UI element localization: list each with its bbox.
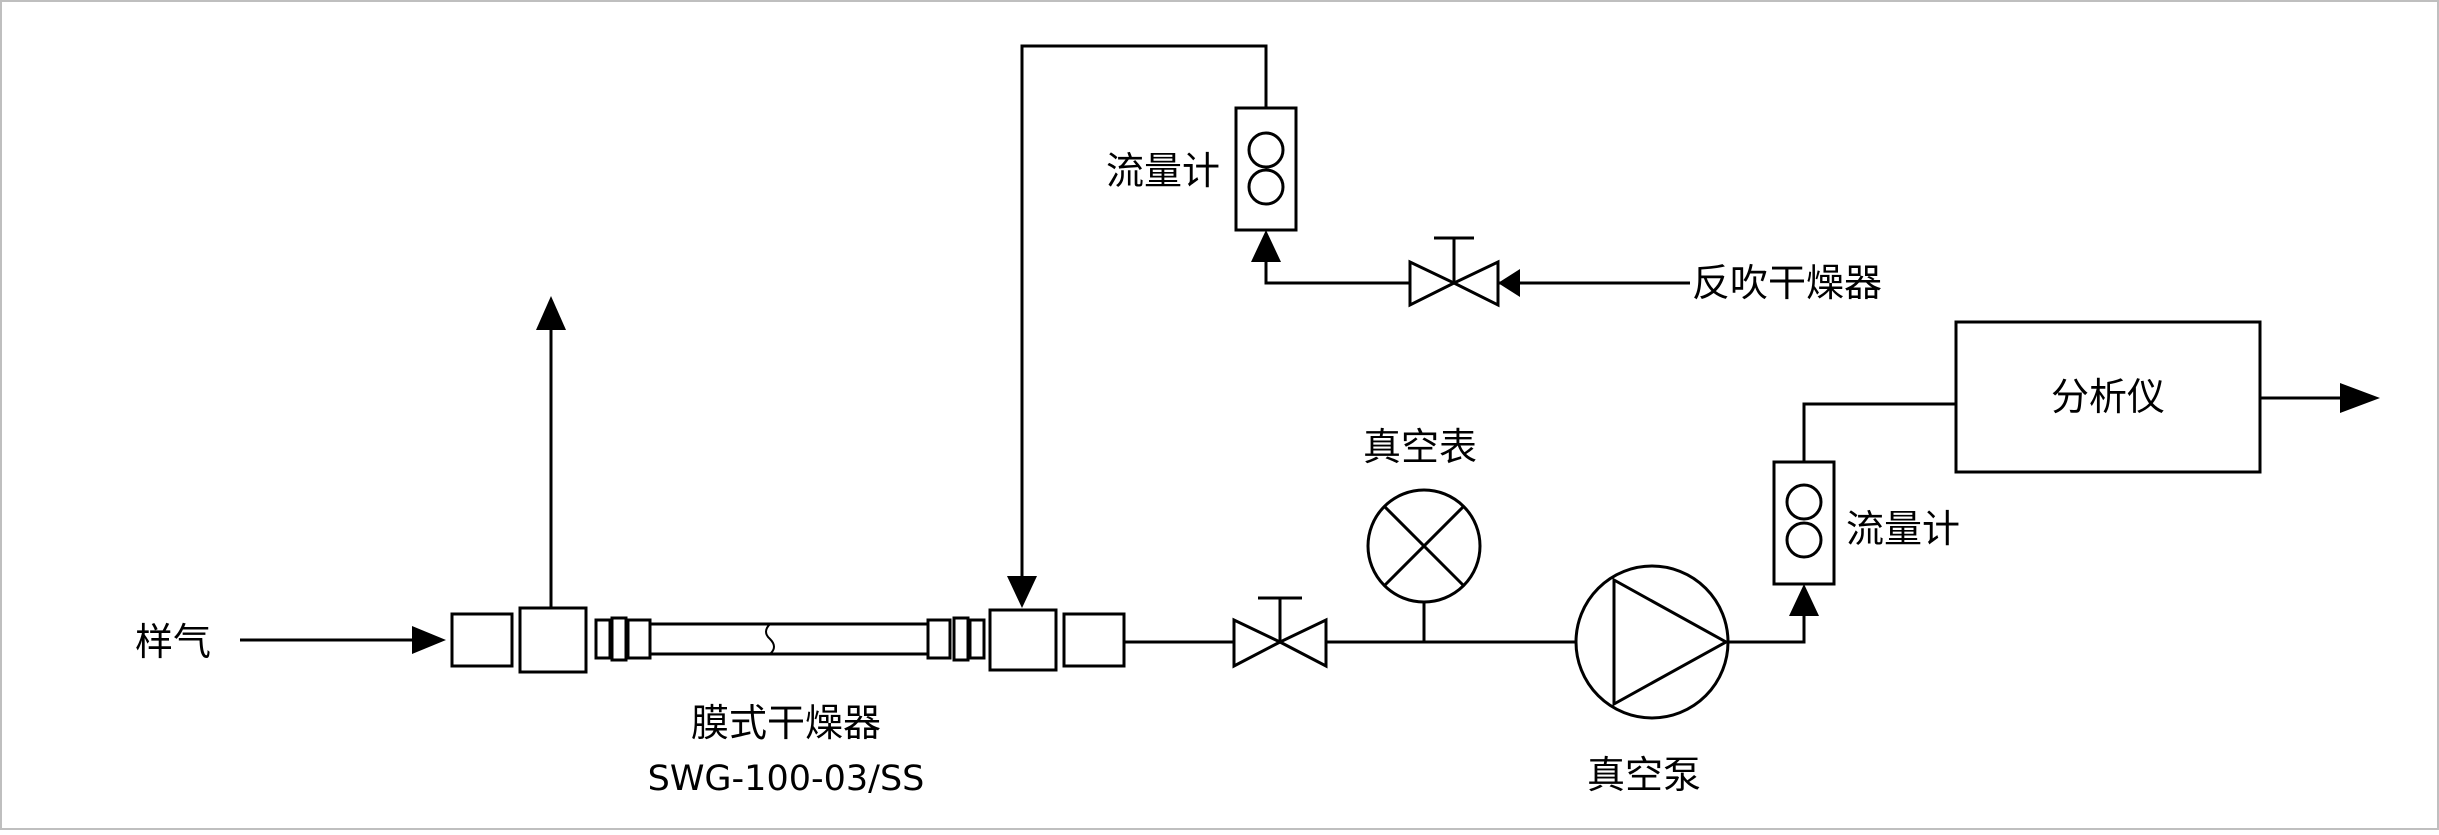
label-purge-dryer: 反吹干燥器 [1692, 261, 1882, 305]
flowmeter-right [1772, 460, 1836, 586]
label-sample-gas: 样气 [135, 620, 211, 664]
purge-feed-arrowhead [1498, 269, 1520, 297]
main-valve [1232, 596, 1328, 669]
flowmeter-right-arrowhead [1789, 584, 1819, 616]
label-flowmeter-right: 流量计 [1846, 507, 1960, 551]
vent-arrowhead [536, 296, 566, 330]
flowmeter-top [1234, 106, 1298, 232]
label-vacuum-gauge: 真空表 [1363, 425, 1477, 469]
flowmeter-analyzer-line [1802, 402, 1956, 462]
purge-arrowhead-down [1007, 576, 1037, 608]
label-dryer-model: SWG-100-03/SS [648, 759, 925, 799]
label-membrane-dryer: 膜式干燥器 [691, 701, 881, 745]
sample-inlet-arrowhead [412, 626, 446, 654]
label-vacuum-pump: 真空泵 [1587, 753, 1701, 797]
flowmeter-top-arrowhead [1251, 230, 1281, 262]
label-flowmeter-top: 流量计 [1106, 149, 1220, 193]
label-analyzer: 分析仪 [2051, 375, 2165, 419]
analyzer-outlet-arrowhead [2340, 383, 2380, 413]
pump-outlet-line [1728, 604, 1806, 644]
purge-valve [1408, 236, 1500, 308]
vacuum-pump [1574, 564, 1730, 720]
membrane-dryer [450, 606, 1126, 674]
vacuum-gauge [1366, 488, 1482, 604]
purge-loop-line [1020, 44, 1268, 590]
